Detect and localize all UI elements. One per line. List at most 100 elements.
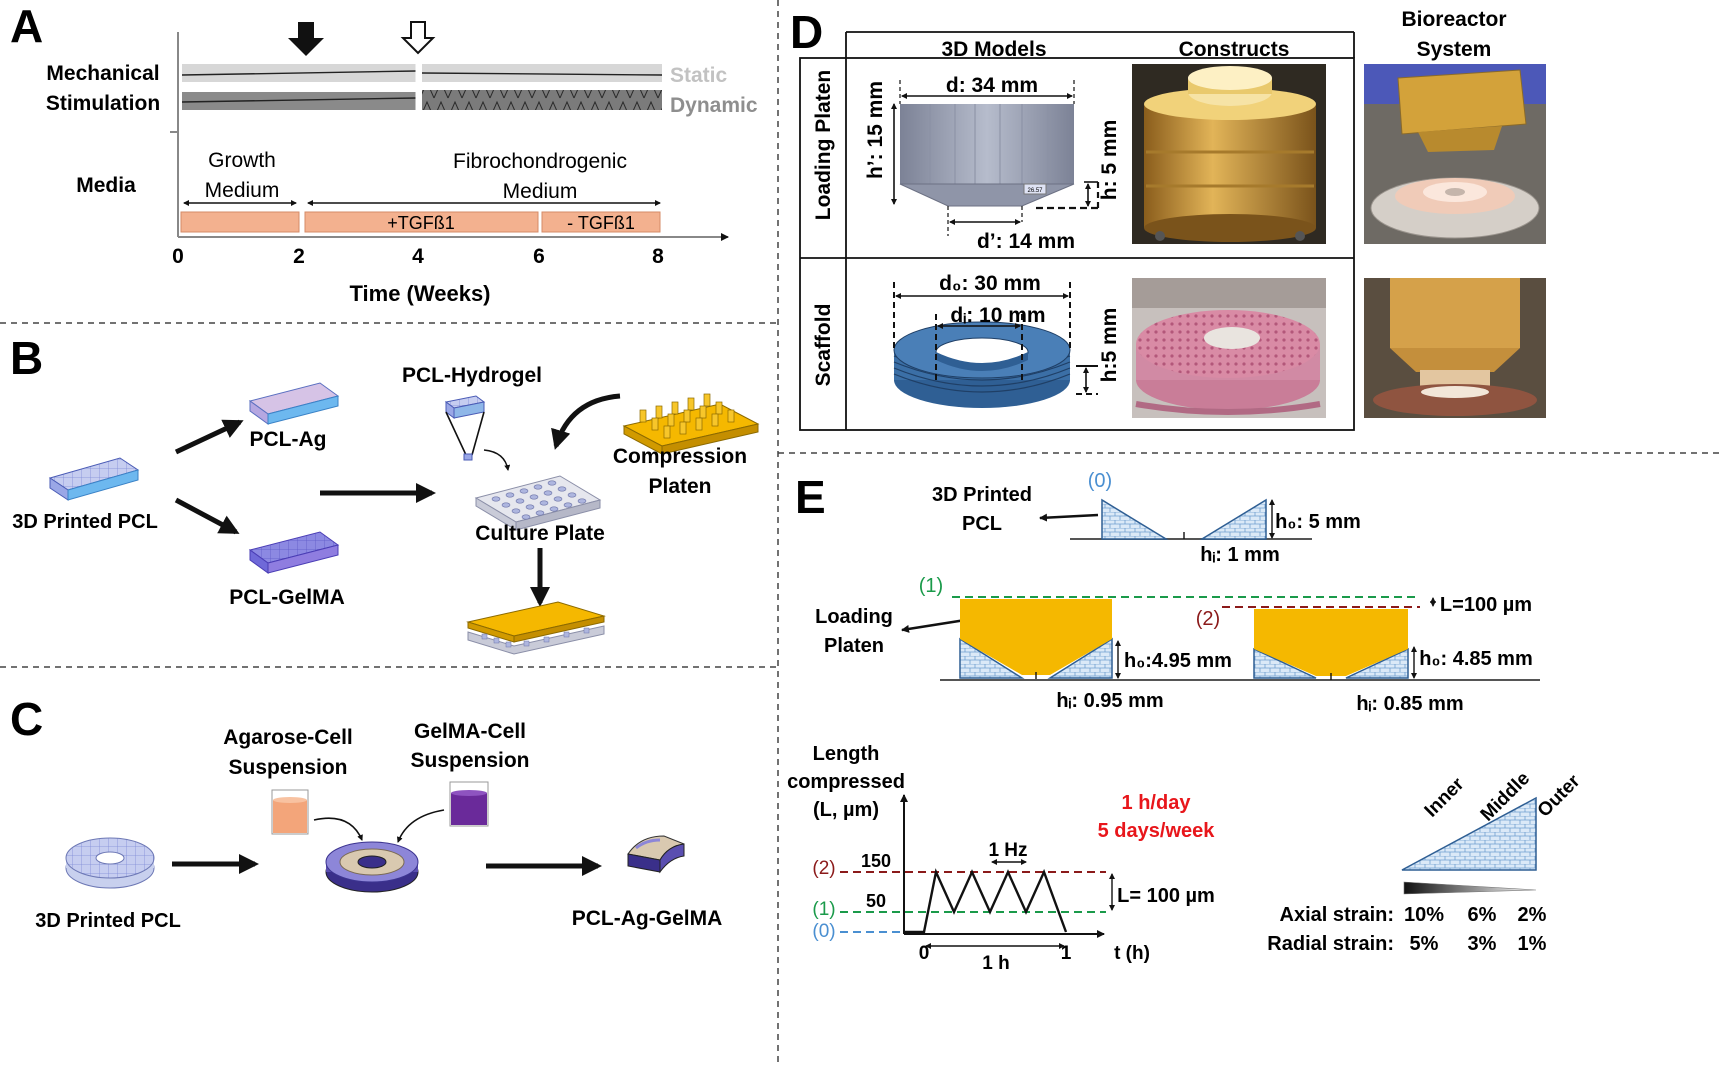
agarose-line2: Suspension <box>228 756 347 779</box>
dim-di: dᵢ: 10 mm <box>950 304 1045 327</box>
state-1-wave: (1) <box>812 899 835 920</box>
dim-do: d₀: 30 mm <box>939 272 1041 295</box>
dim-hi-095: hᵢ: 0.95 mm <box>1056 690 1163 712</box>
platen-right <box>1254 609 1408 676</box>
pcl-ring <box>65 837 155 889</box>
tgf-plus-label: +TGFß1 <box>387 213 455 233</box>
loading-platen-line1: Loading <box>815 606 893 628</box>
arrow-to-pcl-ag <box>174 419 244 455</box>
scaffold-construct-photo <box>1132 278 1326 418</box>
pcl-label-c: 3D Printed PCL <box>35 910 181 932</box>
pcl-label: 3D Printed PCL <box>12 511 158 533</box>
panel-e-letter: E <box>795 471 826 523</box>
dim-h: h: 5 mm <box>1098 120 1121 201</box>
dim-L-100: L=100 µm <box>1440 594 1532 616</box>
dim-ho-495: h₀:4.95 mm <box>1124 650 1232 672</box>
platen-model: 26.57 <box>899 104 1075 207</box>
ylabel-line1: Length <box>813 743 880 765</box>
growth-medium-bar <box>180 211 300 233</box>
dim-ho-485: h₀: 4.85 mm <box>1419 648 1533 670</box>
ylabel-line3: (L, µm) <box>813 799 879 821</box>
assembled-plate <box>466 601 606 655</box>
bioreactor-photo-top <box>1364 64 1546 244</box>
panel-c: C 3D Printed PCL Agarose-Cell Suspension… <box>10 693 722 932</box>
static-label: Static <box>670 64 728 87</box>
dim-d: d: 34 mm <box>946 74 1038 97</box>
gelma-line2: Suspension <box>410 749 529 772</box>
axial-value-inner: 10% <box>1404 904 1444 926</box>
panel-b: B 3D Printed PCL PCL-Ag PCL-GelMA PCL-Hy… <box>10 332 760 655</box>
arrow-platen-to-plate <box>551 393 621 450</box>
tgf-plus-bar <box>304 211 539 233</box>
tgf-minus-bar <box>541 211 661 233</box>
col-3d-models: 3D Models <box>941 38 1046 61</box>
compression-waveform <box>904 868 1068 934</box>
loading-platen-line2: Platen <box>824 635 884 657</box>
dynamic-bar-cyclic-part <box>422 90 662 110</box>
pcl-ag-label: PCL-Ag <box>250 428 327 451</box>
platen-left <box>960 599 1112 675</box>
printed-pcl-line2: PCL <box>962 513 1002 535</box>
col-constructs: Constructs <box>1179 38 1290 61</box>
tick-2: 2 <box>293 245 305 268</box>
d-table-frame <box>799 57 1355 431</box>
filled-down-arrow-icon <box>288 22 324 56</box>
panel-b-letter: B <box>10 332 43 384</box>
agarose-beaker <box>271 789 309 835</box>
dim-h-scaffold: h:5 mm <box>1098 308 1121 383</box>
state-2-wave: (2) <box>812 858 835 879</box>
axial-strain-label: Axial strain: <box>1280 904 1394 926</box>
dim-d-prime: d’: 14 mm <box>977 230 1075 253</box>
dynamic-label: Dynamic <box>670 94 758 117</box>
x-axis-unit: t (h) <box>1114 943 1150 964</box>
panel-d-letter: D <box>790 6 823 58</box>
static-bar-2 <box>422 64 662 82</box>
x-tick-0: 0 <box>919 943 930 964</box>
panel-a-letter: A <box>10 0 43 52</box>
duration-label: 1 h <box>982 953 1009 974</box>
freq-label: 1 Hz <box>988 840 1027 861</box>
pcl-ag-slab <box>248 382 340 425</box>
culture-plate-label: Culture Plate <box>475 522 605 545</box>
dim-ho-5: h₀: 5 mm <box>1275 511 1361 533</box>
y-tick-50: 50 <box>866 891 886 911</box>
tgf-minus-label: - TGFß1 <box>567 213 635 233</box>
axial-value-outer: 2% <box>1518 904 1547 926</box>
compression-platen <box>622 393 760 455</box>
tick-8: 8 <box>652 245 664 268</box>
final-construct <box>627 835 685 874</box>
zone-inner: Inner <box>1421 773 1469 821</box>
pcl-wedge-right <box>1199 498 1267 540</box>
dim-hi-085: hᵢ: 0.85 mm <box>1356 693 1463 715</box>
culture-plate <box>474 475 602 531</box>
growth-medium-line1: Growth <box>208 149 276 172</box>
panel-e: E 3D Printed PCL (0) h₀: 5 mm hᵢ: 1 mm (… <box>787 470 1585 974</box>
axial-value-middle: 6% <box>1468 904 1497 926</box>
pcl-slab <box>48 457 140 501</box>
state-2-middle: (2) <box>1196 608 1220 630</box>
platen-construct-photo <box>1132 64 1326 244</box>
bioreactor-photo-bottom <box>1364 278 1546 418</box>
radial-strain-label: Radial strain: <box>1267 933 1394 955</box>
ylabel-line2: compressed <box>787 771 905 793</box>
printed-pcl-line1: 3D Printed <box>932 484 1032 506</box>
tick-4: 4 <box>412 245 424 268</box>
arrow-to-pcl-gelma <box>174 497 240 535</box>
row-loading-platen: Loading Platen <box>812 70 835 221</box>
gelma-line1: GelMA-Cell <box>414 720 526 743</box>
state-0-wave: (0) <box>812 921 835 942</box>
fibro-medium-line1: Fibrochondrogenic <box>453 150 627 173</box>
pcl-hydrogel-label: PCL-Hydrogel <box>402 364 542 387</box>
mech-label-line1: Mechanical <box>46 62 159 85</box>
schedule-line2: 5 days/week <box>1098 820 1216 842</box>
strain-gradient-bar <box>1403 881 1537 895</box>
gelma-beaker <box>449 781 489 827</box>
x-tick-1: 1 <box>1061 943 1072 964</box>
dim-h-prime: h’: 15 mm <box>864 81 887 179</box>
pcl-gelma-slab <box>248 531 340 574</box>
platen-tag: 26.57 <box>1027 188 1043 194</box>
time-axis-label: Time (Weeks) <box>349 281 490 306</box>
state-0-top: (0) <box>1088 470 1112 492</box>
